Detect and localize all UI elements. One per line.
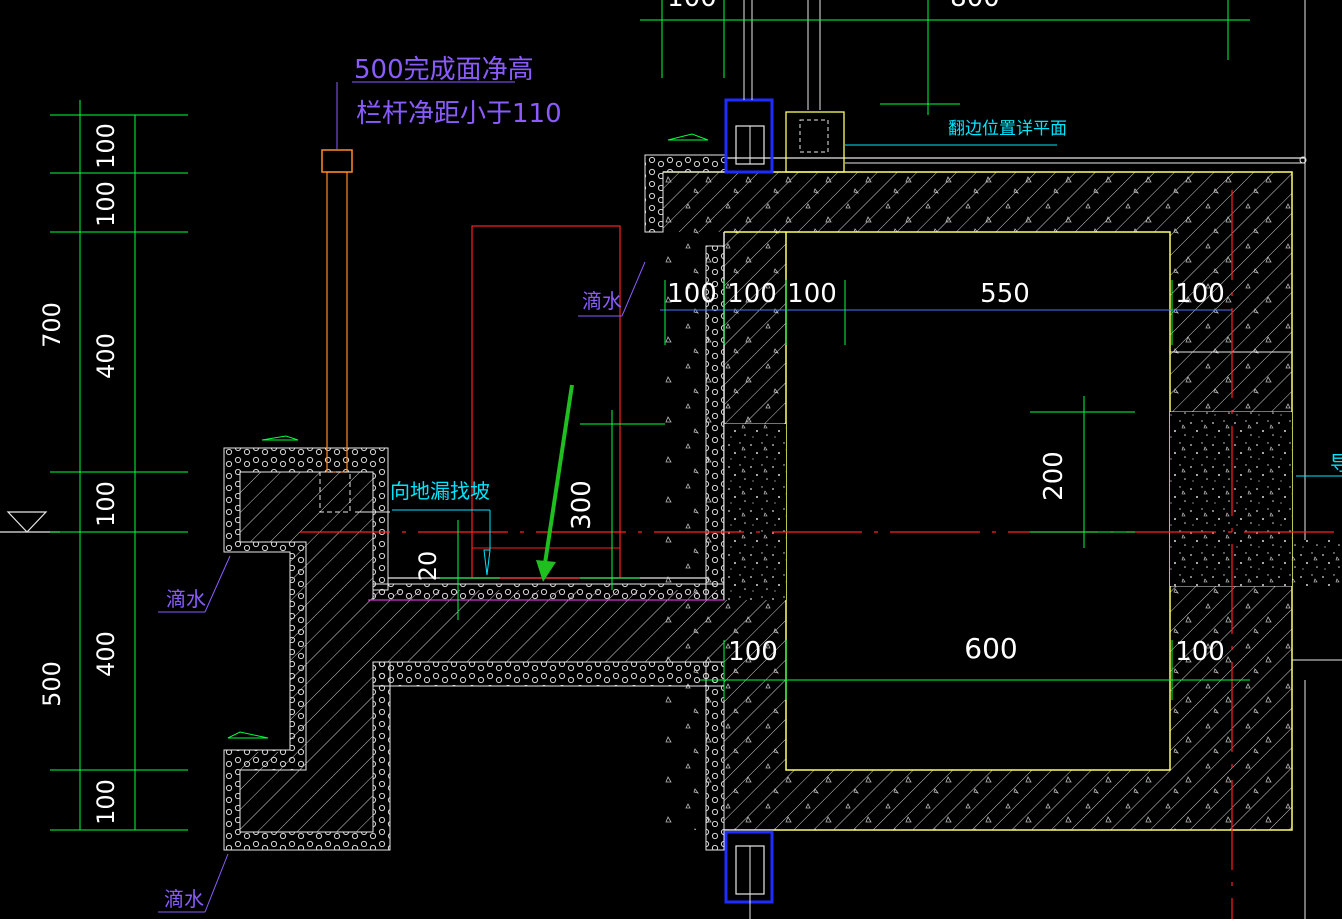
dim-seg-1: 100 xyxy=(92,123,120,169)
dim-300: 300 xyxy=(567,480,597,530)
dim-seg-4: 100 xyxy=(92,481,120,527)
dimension-lines xyxy=(50,0,1250,831)
dim-seg-5: 400 xyxy=(92,631,120,677)
coping-end xyxy=(1299,156,1307,164)
annotation-arrow-icon xyxy=(536,384,574,582)
dim-20: 20 xyxy=(414,551,442,582)
infill-right-texture xyxy=(1170,412,1292,586)
dim-bottom-mid: 600 xyxy=(964,632,1017,665)
handrail-post xyxy=(326,171,348,473)
dim-top-b: 100 xyxy=(727,279,777,309)
dim-700: 700 xyxy=(38,302,66,348)
rail-gap-note: 栏杆净距小于110 xyxy=(356,99,562,129)
dim-top-c: 100 xyxy=(787,279,837,309)
drip-arrow-icon-3 xyxy=(667,133,709,141)
drip-note-3: 滴水 xyxy=(164,887,204,911)
handrail-cap xyxy=(321,149,353,173)
dim-seg-3: 400 xyxy=(92,333,120,379)
drip-arrow-icon-2 xyxy=(227,731,269,739)
drip-note-2: 滴水 xyxy=(166,587,206,611)
dim-bottom-right: 100 xyxy=(1175,637,1225,667)
dim-seg-6: 100 xyxy=(92,779,120,825)
flashing-note: 翻边位置详平面 xyxy=(948,119,1067,139)
dim-200: 200 xyxy=(1039,451,1069,501)
dim-top-d: 550 xyxy=(980,279,1030,309)
infill-left-texture xyxy=(724,424,786,600)
dim-bottom-left: 100 xyxy=(728,637,778,667)
window-frame-top xyxy=(724,0,845,174)
insulation-layers xyxy=(223,154,726,851)
dim-top-a: 100 xyxy=(667,279,717,309)
dim-seg-2: 100 xyxy=(92,181,120,227)
dim-500: 500 xyxy=(38,661,66,707)
edge-label: 导 xyxy=(1330,451,1342,475)
dim-top-partial-right: 800 xyxy=(950,0,1000,13)
level-marker-icon xyxy=(0,511,60,533)
slope-note: 向地漏找坡 xyxy=(390,479,490,503)
dim-top-e: 100 xyxy=(1175,279,1225,309)
rail-height-note: 500完成面净高 xyxy=(354,55,534,85)
door-outline xyxy=(471,225,621,579)
window-frame-bottom xyxy=(724,830,774,919)
drip-note-1: 滴水 xyxy=(582,289,622,313)
left-parapet xyxy=(319,149,390,513)
drip-arrow-icon xyxy=(261,435,299,441)
dim-top-partial-left: 100 xyxy=(667,0,717,13)
leader-lines xyxy=(158,81,646,913)
infill-edge xyxy=(1292,540,1342,586)
right-edge-lines xyxy=(1292,659,1342,919)
